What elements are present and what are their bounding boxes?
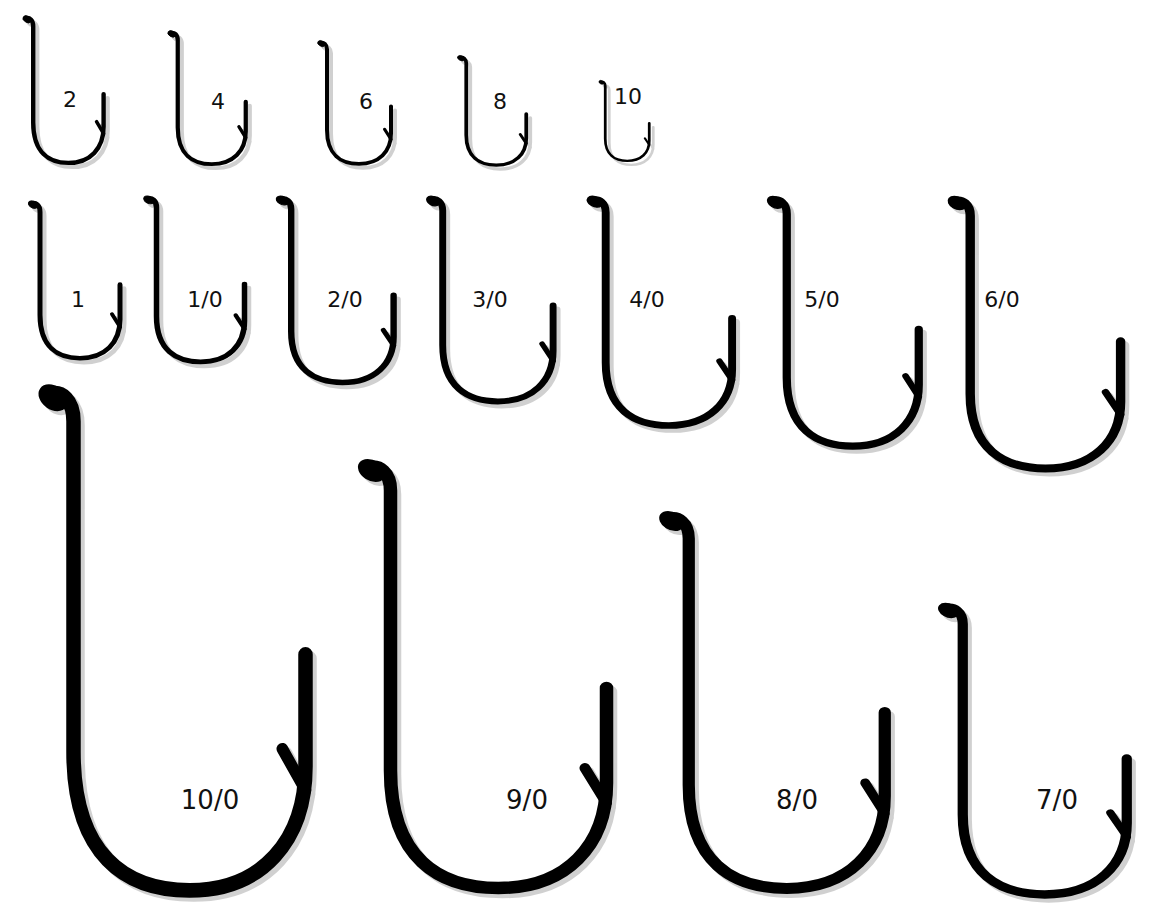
- fish-hook: [274, 194, 393, 382]
- hook-size-label: 1: [71, 289, 85, 311]
- hook-size-label: 6: [359, 91, 373, 113]
- hook-size-label: 2: [63, 89, 77, 111]
- fish-hook: [425, 194, 553, 401]
- fish-hook: [22, 14, 104, 163]
- fish-hook: [946, 194, 1121, 469]
- hook-size-label: 7/0: [1036, 787, 1078, 813]
- fish-hook: [657, 508, 885, 888]
- fish-hook: [317, 39, 391, 163]
- hook-size-label: 10: [614, 86, 642, 108]
- fish-hook: [765, 194, 919, 446]
- fish-hook: [936, 601, 1127, 895]
- hook-size-label: 2/0: [327, 289, 362, 311]
- fish-hook: [355, 456, 606, 888]
- hook-size-label: 1/0: [187, 289, 222, 311]
- fish-hook: [36, 381, 306, 891]
- fish-hook: [598, 80, 649, 161]
- fish-hook: [167, 29, 246, 164]
- hook-size-label: 10/0: [181, 787, 239, 813]
- hook-size-label: 5/0: [804, 289, 839, 311]
- hook-size-label: 8/0: [776, 787, 818, 813]
- fish-hook: [142, 194, 244, 362]
- fish-hook: [585, 194, 732, 425]
- hook-size-label: 6/0: [984, 289, 1019, 311]
- fish-hook: [456, 55, 526, 166]
- hook-size-label: 8: [493, 91, 507, 113]
- fish-hook: [27, 199, 120, 358]
- hook-size-label: 4/0: [629, 289, 664, 311]
- hook-size-label: 4: [211, 91, 225, 113]
- hook-size-label: 9/0: [506, 787, 548, 813]
- hook-size-label: 3/0: [472, 289, 507, 311]
